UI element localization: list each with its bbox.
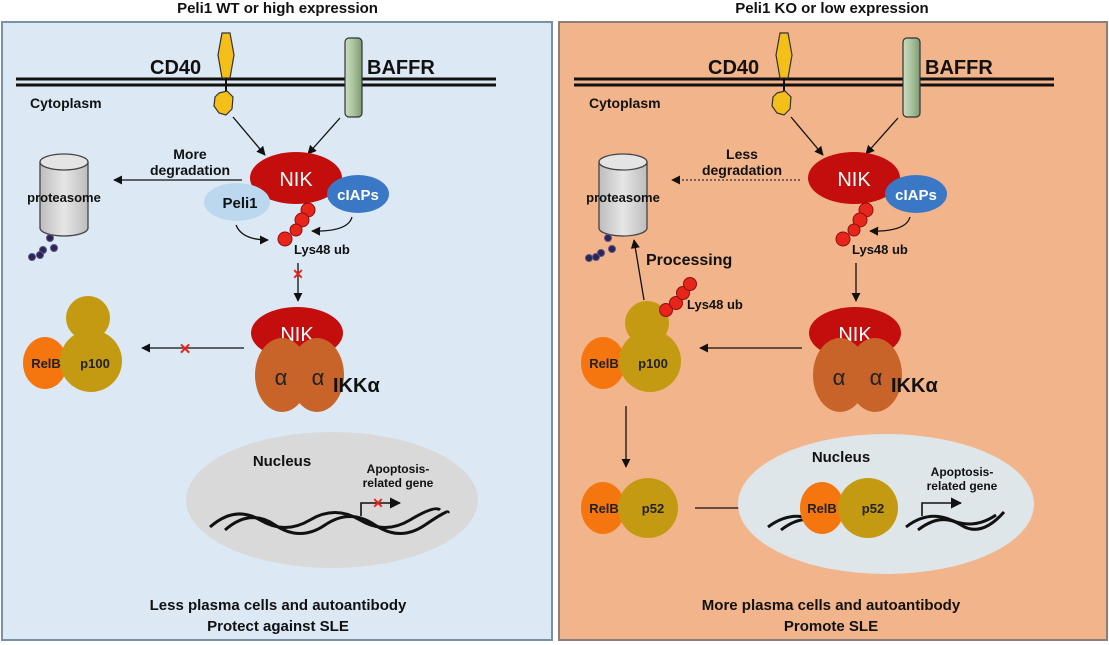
ciaps-node bbox=[885, 175, 947, 213]
nik-node bbox=[808, 152, 900, 204]
p52-node bbox=[618, 478, 678, 538]
p52-node bbox=[838, 478, 898, 538]
proteasome-icon bbox=[39, 153, 89, 237]
gene-label-line2: related gene bbox=[363, 476, 434, 490]
arrow-baffr-to-nik bbox=[307, 117, 341, 155]
p100-label: p100 bbox=[80, 356, 110, 371]
ikk-alpha-subunit bbox=[290, 338, 344, 412]
cd40-intracellular-icon bbox=[771, 90, 792, 116]
baffr-receptor-icon bbox=[902, 37, 921, 118]
proteasome-icon bbox=[598, 153, 648, 237]
dna-helix-icon bbox=[209, 507, 450, 535]
relb-node bbox=[23, 337, 67, 389]
gene-label-line1: Apoptosis- bbox=[931, 465, 994, 479]
block-mark-icon: ✕ bbox=[372, 495, 384, 511]
nik-label: NIK bbox=[279, 169, 313, 191]
relb-label: RelB bbox=[589, 356, 619, 371]
ikk-label: IKKα bbox=[891, 375, 938, 397]
gene-label-line1: Apoptosis- bbox=[367, 462, 430, 476]
lys48-label: Lys48 ub bbox=[294, 242, 350, 257]
peptide-fragments-icon bbox=[585, 234, 616, 262]
ikk-alpha-subunit bbox=[848, 338, 902, 412]
relb-label: RelB bbox=[589, 501, 619, 516]
alpha-label: α bbox=[870, 365, 883, 390]
degradation-label-line1: More bbox=[173, 146, 207, 162]
lys48-label: Lys48 ub bbox=[852, 242, 908, 257]
arrow-cd40-to-nik bbox=[790, 116, 824, 156]
degradation-label-line2: degradation bbox=[702, 162, 782, 178]
block-mark-icon: ✕ bbox=[179, 341, 192, 358]
ciaps-label: cIAPs bbox=[895, 187, 937, 204]
peptide-fragments-icon bbox=[28, 234, 58, 261]
relb-label: RelB bbox=[807, 501, 837, 516]
ubiquitin-chain-icon bbox=[277, 202, 316, 247]
p100-node bbox=[619, 330, 681, 392]
nucleus-label: Nucleus bbox=[812, 449, 870, 466]
dna-helix-icon bbox=[767, 511, 1006, 532]
cytoplasm-label: Cytoplasm bbox=[30, 95, 102, 111]
outcome-line1: Less plasma cells and autoantibody bbox=[150, 597, 407, 614]
nik-node bbox=[250, 152, 342, 204]
arrow-cd40-to-nik bbox=[232, 116, 266, 156]
baffr-label: BAFFR bbox=[925, 57, 993, 79]
block-mark-icon: ✕ bbox=[292, 266, 304, 282]
cytoplasm-label: Cytoplasm bbox=[589, 95, 661, 111]
relb-node bbox=[800, 482, 844, 534]
ikk-label: IKKα bbox=[333, 375, 380, 397]
degradation-label-line2: degradation bbox=[150, 162, 230, 178]
ubiquitin-chain-icon bbox=[835, 202, 874, 247]
lys48-p100-label: Lys48 ub bbox=[687, 297, 743, 312]
ciaps-label: cIAPs bbox=[337, 187, 379, 204]
nucleus bbox=[186, 432, 478, 568]
nucleus-label: Nucleus bbox=[253, 453, 311, 470]
proteasome-label: proteasome bbox=[27, 190, 101, 205]
transcription-start-arrow bbox=[360, 497, 402, 516]
p100-head bbox=[66, 296, 110, 340]
processing-arrow bbox=[630, 239, 645, 301]
peli1-node bbox=[204, 183, 270, 221]
alpha-label: α bbox=[833, 365, 846, 390]
cd40-label: CD40 bbox=[150, 57, 201, 79]
cd40-receptor-icon bbox=[775, 32, 793, 79]
alpha-label: α bbox=[275, 365, 288, 390]
cd40-intracellular-icon bbox=[213, 90, 234, 116]
ciaps-ub-arrow bbox=[869, 216, 911, 236]
peli1-label: Peli1 bbox=[222, 195, 257, 212]
outcome-line2: Protect against SLE bbox=[207, 618, 349, 635]
ubiquitin-chain-icon bbox=[659, 277, 697, 317]
p100-node bbox=[60, 330, 122, 392]
outcome-line1: More plasma cells and autoantibody bbox=[702, 597, 961, 614]
outcome-line2: Promote SLE bbox=[784, 618, 878, 635]
baffr-label: BAFFR bbox=[367, 57, 435, 79]
left-panel-title: Peli1 WT or high expression bbox=[177, 0, 378, 17]
right-panel: CD40 BAFFR Cytoplasm proteasome Less deg… bbox=[558, 21, 1108, 641]
alpha-label: α bbox=[312, 365, 325, 390]
baffr-receptor-icon bbox=[344, 37, 363, 118]
p100-label: p100 bbox=[638, 356, 668, 371]
right-panel-title: Peli1 KO or low expression bbox=[735, 0, 929, 17]
gene-label-line2: related gene bbox=[927, 479, 998, 493]
proteasome-label: proteasome bbox=[586, 190, 660, 205]
p52-label: p52 bbox=[642, 501, 664, 516]
nik-label: NIK bbox=[837, 169, 871, 191]
degradation-label-line1: Less bbox=[726, 146, 758, 162]
transcription-start-arrow bbox=[921, 497, 963, 516]
cd40-label: CD40 bbox=[708, 57, 759, 79]
ciaps-node bbox=[327, 175, 389, 213]
ciaps-ub-arrow bbox=[311, 216, 353, 236]
processing-label: Processing bbox=[646, 252, 732, 269]
relb-node bbox=[581, 482, 625, 534]
relb-node bbox=[581, 337, 625, 389]
p52-label: p52 bbox=[862, 501, 884, 516]
arrow-baffr-to-nik bbox=[865, 117, 899, 155]
relb-label: RelB bbox=[31, 356, 61, 371]
left-panel: CD40 BAFFR Cytoplasm proteasome More deg… bbox=[1, 21, 553, 641]
cd40-receptor-icon bbox=[217, 32, 235, 79]
peli1-ub-arrow bbox=[235, 224, 269, 245]
